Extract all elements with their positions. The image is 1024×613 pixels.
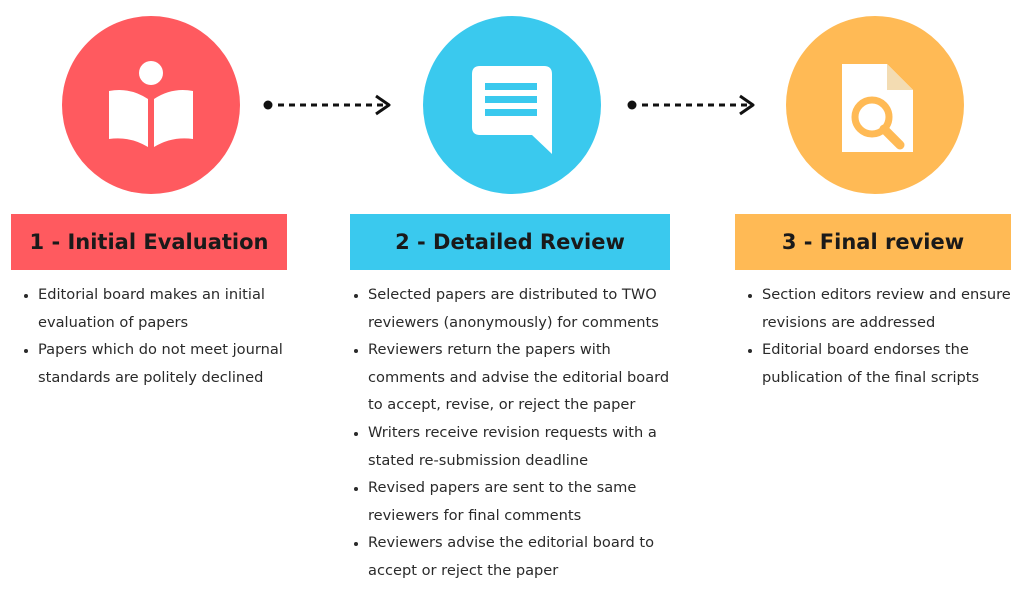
step-2-circle bbox=[423, 16, 601, 194]
list-item: Reviewers return the papers with comment… bbox=[368, 336, 686, 419]
step-2-bullets: Selected papers are distributed to TWO r… bbox=[346, 281, 686, 585]
step-1-title: 1 - Initial Evaluation bbox=[11, 214, 287, 270]
list-item: Papers which do not meet journal standar… bbox=[38, 336, 300, 391]
step-1-bullets: Editorial board makes an initial evaluat… bbox=[16, 281, 300, 391]
step-3-circle bbox=[786, 16, 964, 194]
document-search-icon bbox=[842, 64, 913, 152]
list-item: Editorial board endorses the publication… bbox=[762, 336, 1024, 391]
step-3-bullets: Section editors review and ensure revisi… bbox=[740, 281, 1024, 391]
chat-bubble-icon bbox=[472, 66, 552, 154]
list-item: Writers receive revision requests with a… bbox=[368, 419, 686, 474]
list-item: Section editors review and ensure revisi… bbox=[762, 281, 1024, 336]
arrow-2-to-3 bbox=[627, 94, 755, 116]
step-2-title: 2 - Detailed Review bbox=[350, 214, 670, 270]
step-1-circle bbox=[62, 16, 240, 194]
list-item: Revised papers are sent to the same revi… bbox=[368, 474, 686, 529]
step-3-title: 3 - Final review bbox=[735, 214, 1011, 270]
list-item: Editorial board makes an initial evaluat… bbox=[38, 281, 300, 336]
arrow-1-to-2 bbox=[263, 94, 391, 116]
book-reader-icon bbox=[109, 61, 193, 147]
list-item: Reviewers advise the editorial board to … bbox=[368, 529, 686, 584]
list-item: Selected papers are distributed to TWO r… bbox=[368, 281, 686, 336]
